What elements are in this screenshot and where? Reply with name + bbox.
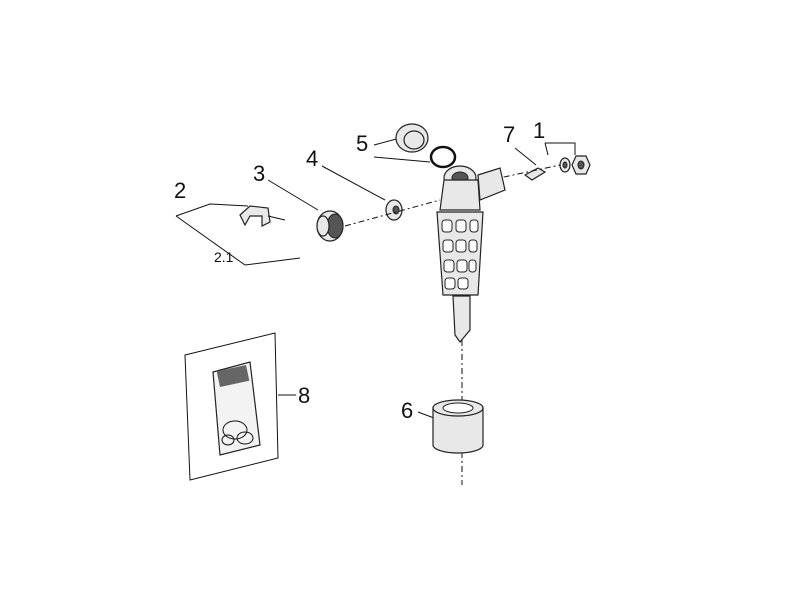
part-8-frame	[184, 332, 279, 481]
part-4-diaphragm	[385, 199, 403, 221]
leader-part-4	[321, 165, 386, 201]
bracket-part-2-1	[175, 215, 301, 266]
part-1-nut-washer	[559, 155, 591, 175]
part-5-cap-oring	[395, 123, 457, 169]
leader-part-7	[514, 147, 537, 166]
label-part-2: 2	[174, 178, 186, 203]
label-part-7: 7	[503, 122, 515, 147]
leader-part-3	[267, 179, 319, 211]
label-part-6: 6	[401, 398, 413, 423]
fill-valve-body	[436, 165, 506, 343]
part-7-nozzle	[523, 167, 547, 181]
label-part-8: 8	[298, 383, 310, 408]
bracket-part-2	[175, 203, 249, 217]
bracket-part-1	[544, 142, 576, 156]
leader-part-6	[417, 411, 435, 419]
axis-line-diag	[344, 199, 441, 227]
label-part-5: 5	[356, 131, 368, 156]
axis-line-h	[489, 164, 561, 181]
label-part-2-1: 2.1	[214, 249, 234, 265]
part-8-seal-kit-bag	[212, 361, 261, 456]
label-part-3: 3	[253, 161, 265, 186]
label-part-4: 4	[306, 146, 318, 171]
part-3-float-cage	[316, 210, 344, 242]
part-6-float	[432, 399, 484, 454]
label-part-1: 1	[533, 118, 545, 143]
part-2-lever	[239, 205, 286, 227]
